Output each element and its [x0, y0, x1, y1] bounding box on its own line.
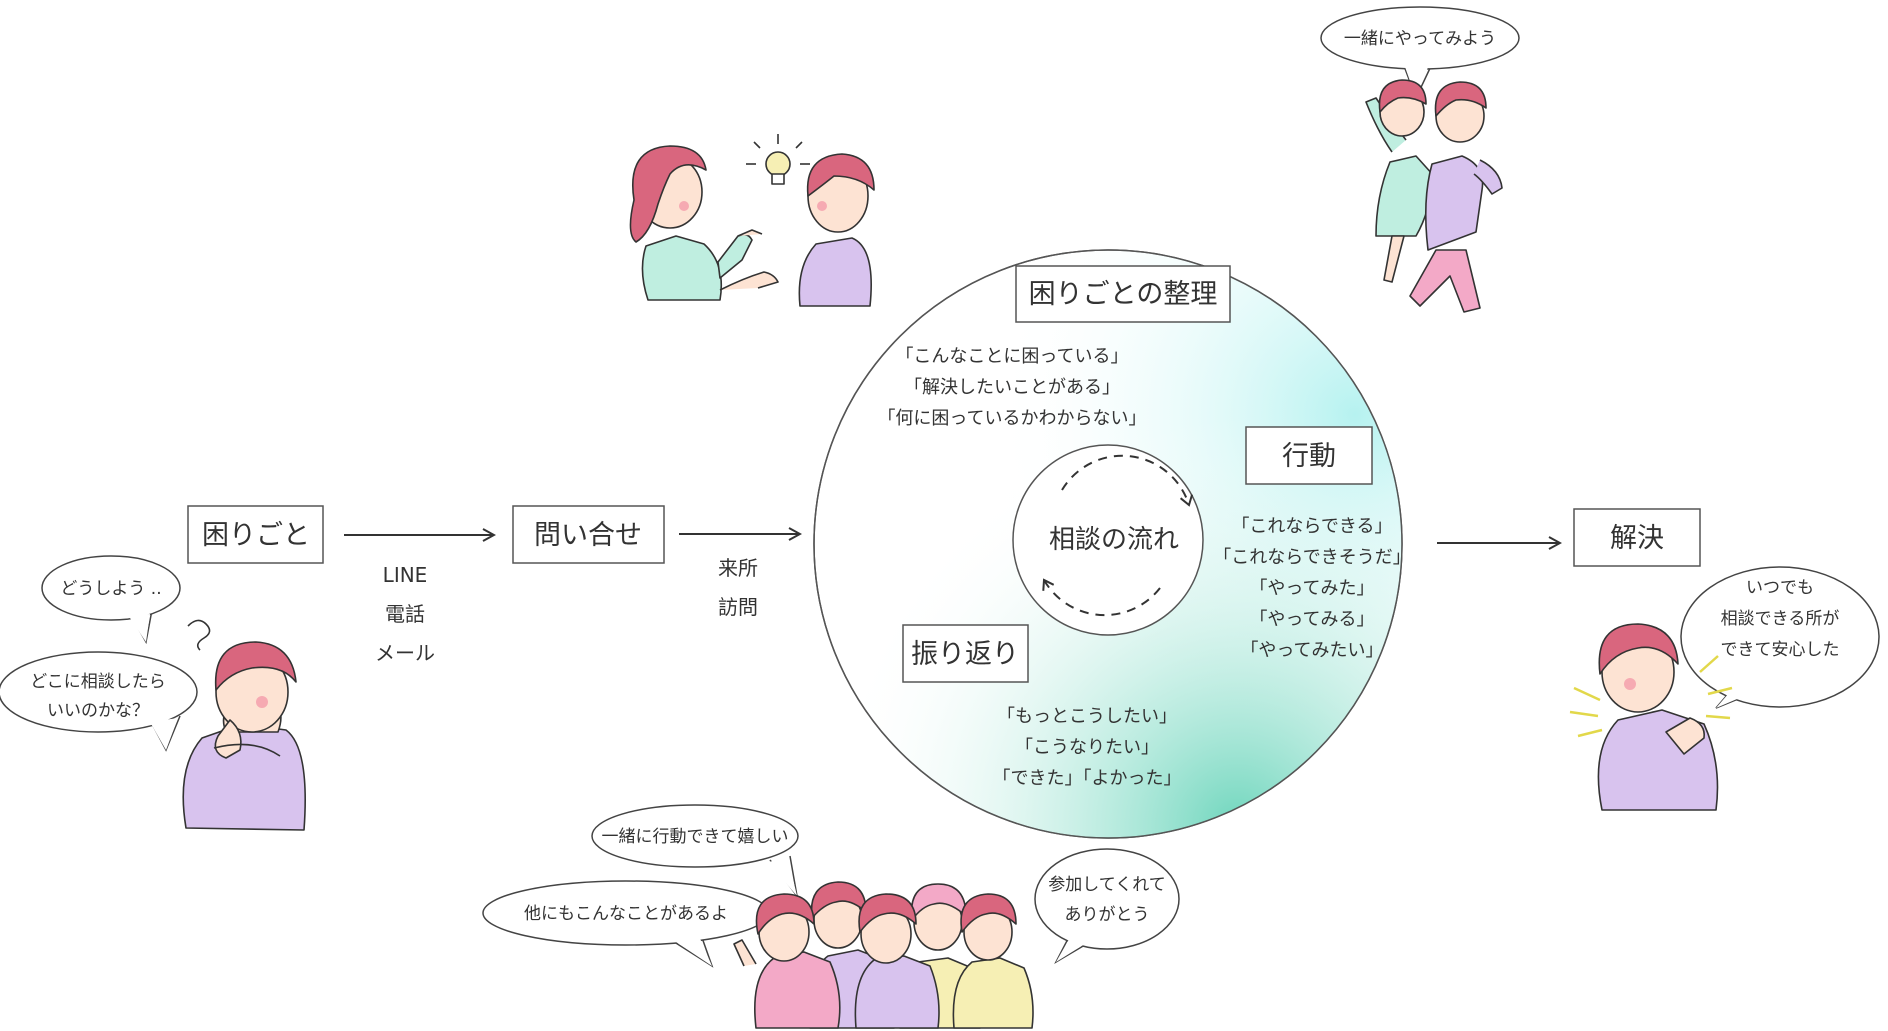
- bubble-group1: 一緒に行動できて嬉しい: [591, 804, 799, 897]
- bubble-worry1-text: どうしよう ..: [60, 579, 161, 599]
- action-line-2: 「これならできそうだ」: [1213, 547, 1410, 568]
- consultation-cycle: 相談の流れ 困りごとの整理 「こんなことに困っている」 「解決したいことがある」…: [813, 249, 1411, 839]
- action-line-1: 「これならできる」: [1231, 516, 1392, 537]
- inquiry-method-line: LINE: [383, 563, 428, 587]
- cycle-center-label: 相談の流れ: [1049, 525, 1179, 555]
- bubble-worry1: どうしよう ..: [41, 555, 181, 645]
- reflect-line-2: 「こうなりたい」: [1015, 737, 1159, 758]
- cycle-arrow-top: [1061, 454, 1194, 507]
- emphasis-rays-icon: [1569, 655, 1733, 738]
- action-title: 行動: [1282, 441, 1336, 472]
- organize-box: [1015, 265, 1231, 323]
- organize-title: 困りごとの整理: [1029, 279, 1218, 310]
- inquiry-label: 問い合せ: [534, 520, 642, 551]
- bubble-relief: いつでも 相談できる所が できて安心した: [1680, 566, 1880, 709]
- bubble-relief-line2: 相談できる所が: [1721, 609, 1840, 629]
- organize-line-2: 「解決したいことがある」: [904, 377, 1120, 398]
- action-line-5: 「やってみたい」: [1240, 640, 1383, 661]
- reflect-line-3: 「できた」「よかった」: [993, 768, 1182, 789]
- bubble-group2: 他にもこんなことがあるよ: [482, 880, 770, 968]
- inquiry-method-phone: 電話: [385, 602, 425, 626]
- action-line-4: 「やってみる」: [1249, 609, 1374, 630]
- reflect-line-1: 「もっとこうしたい」: [997, 706, 1177, 727]
- bubble-group3-line1: 参加してくれて: [1048, 875, 1165, 895]
- organize-line-3: 「何に困っているかわからない」: [877, 408, 1146, 429]
- lightbulb-icon: [746, 134, 810, 185]
- bubble-group3: 参加してくれて ありがとう: [1034, 848, 1180, 964]
- bubble-worry2-line1: どこに相談したら: [30, 672, 166, 692]
- cycle-arrow-bottom: [1042, 578, 1161, 617]
- bubble-relief-line3: できて安心した: [1721, 640, 1840, 660]
- reflect-title: 振り返り: [911, 639, 1019, 670]
- problem-label: 困りごと: [202, 520, 310, 551]
- bubble-worry2-line2: いいのかな？: [47, 701, 149, 721]
- question-squiggle-icon: [187, 619, 211, 651]
- bubble-together: 一緒にやってみよう: [1320, 6, 1520, 100]
- reflect-box: [902, 624, 1029, 683]
- inquiry-box: [512, 505, 665, 564]
- action-box: [1245, 426, 1373, 485]
- organize-line-1: 「こんなことに困っている」: [895, 346, 1128, 367]
- bubble-group3-line2: ありがとう: [1065, 905, 1150, 925]
- inquiry-method-mail: メール: [375, 641, 435, 665]
- cycle-center-circle: [1012, 444, 1204, 636]
- bubble-group2-text: 他にもこんなことがあるよ: [524, 904, 728, 924]
- talking-people-illustration: [629, 134, 875, 307]
- flow-row: 困りごと LINE 電話 メール 問い合せ 来所 訪問 解決: [187, 505, 1701, 665]
- action-line-3: 「やってみた」: [1249, 578, 1374, 599]
- group-illustration: [733, 881, 1034, 1029]
- bubble-worry2: どこに相談したら いいのかな？: [0, 651, 198, 752]
- walking-pair-illustration: [1365, 79, 1503, 313]
- visit-method-office: 来所: [718, 556, 758, 580]
- solution-label: 解決: [1610, 523, 1664, 554]
- problem-box: [187, 505, 324, 564]
- bubble-together-text: 一緒にやってみよう: [1344, 29, 1496, 49]
- worried-person-illustration: [182, 619, 306, 831]
- solution-box: [1573, 508, 1701, 567]
- bubble-group1-text: 一緒に行動できて嬉しい: [602, 827, 789, 847]
- bubble-relief-line1: いつでも: [1746, 578, 1814, 598]
- visit-method-home: 訪問: [718, 595, 758, 619]
- relieved-person-illustration: [1569, 623, 1733, 811]
